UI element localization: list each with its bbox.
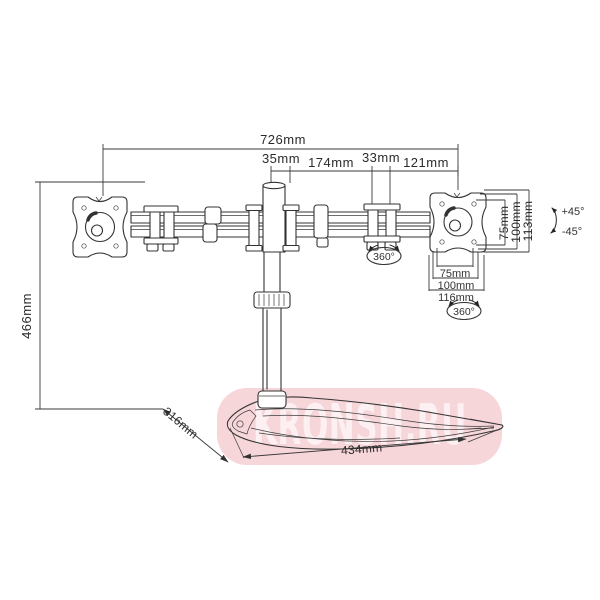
base-tip-detail bbox=[467, 418, 498, 430]
pole-mid bbox=[263, 251, 281, 293]
cross-clamp-plate bbox=[248, 209, 260, 247]
dim-plate-width-label: 116mm bbox=[438, 292, 474, 304]
dim-vesa-horizontal-outer-label: 100mm bbox=[438, 280, 475, 292]
center-hub bbox=[84, 211, 116, 243]
dim-base-width-label: 434mm bbox=[340, 440, 382, 457]
rotation-indicator-plate: 360° bbox=[446, 299, 482, 321]
clamp-bolt bbox=[162, 243, 175, 252]
right-arm-clamp bbox=[363, 203, 401, 251]
dim-vesa-vertical: 75mm 100mm 113mm bbox=[476, 189, 535, 253]
clamp-plate bbox=[149, 211, 161, 239]
vesa-plate-outline bbox=[72, 196, 128, 258]
vesa-plate-outline bbox=[429, 192, 487, 253]
cross-clamp-cap bbox=[245, 244, 263, 252]
tilt-up-label: +45° bbox=[561, 206, 584, 218]
rotation-ellipse-icon bbox=[366, 246, 402, 266]
cross-clamp-cap bbox=[282, 204, 300, 212]
dim-vesa-horizontal-inner-label: 75mm bbox=[440, 268, 471, 280]
left-cable-clip bbox=[202, 206, 222, 243]
clamp-plate bbox=[163, 211, 175, 239]
corner-holes bbox=[439, 201, 477, 245]
center-column bbox=[245, 181, 300, 253]
pole-lower bbox=[262, 306, 282, 392]
dim-arm-segments: 35mm 174mm 33mm 121mm bbox=[262, 150, 459, 204]
dim-right-arm-segment-label: 121mm bbox=[403, 155, 449, 170]
corner-holes bbox=[81, 205, 119, 249]
cross-clamp-plate bbox=[285, 209, 297, 247]
right-cable-clip bbox=[313, 204, 329, 248]
clamp-top-cap bbox=[363, 203, 401, 211]
cable-clip-band bbox=[204, 206, 222, 225]
tilt-arc-arrow-icon bbox=[550, 207, 558, 234]
center-hub-slot bbox=[86, 211, 98, 222]
rotation-ellipse-icon bbox=[446, 301, 482, 321]
vesa-plate-top-notch bbox=[453, 192, 461, 198]
dim-plate-height-label: 113mm bbox=[521, 201, 535, 242]
height-adjust-ring-ribs bbox=[258, 294, 285, 306]
rotation-arm-label: 360° bbox=[373, 251, 395, 263]
base-ridge-outer bbox=[254, 408, 495, 427]
base-screw-hole bbox=[236, 420, 244, 428]
cable-clip-lug bbox=[202, 223, 218, 243]
cable-clip-lug bbox=[316, 237, 329, 248]
cross-clamp-cap bbox=[245, 204, 263, 212]
pole-collar bbox=[257, 390, 287, 409]
dim-pole-offset-label: 35mm bbox=[262, 151, 300, 166]
rotation-plate-label: 360° bbox=[453, 306, 475, 318]
dim-total-height-label: 466mm bbox=[19, 293, 34, 339]
dim-base-depth-label: 316mm bbox=[160, 404, 201, 441]
dim-total-width: 726mm bbox=[102, 132, 459, 196]
tilt-down-label: -45° bbox=[562, 226, 582, 238]
clamp-plate bbox=[367, 209, 379, 237]
dim-total-width-label: 726mm bbox=[260, 132, 306, 147]
clamp-bottom-cap bbox=[363, 235, 401, 243]
rotation-arrow-right-icon bbox=[469, 299, 480, 307]
rotation-arrow-right-icon bbox=[389, 244, 400, 252]
cross-clamp-cap bbox=[282, 244, 300, 252]
base-ridge-highlight bbox=[262, 414, 482, 430]
clamp-bolt bbox=[146, 243, 159, 252]
rotation-arrow-left-icon bbox=[368, 244, 379, 252]
dim-vesa-horizontal: 75mm 100mm 116mm bbox=[428, 248, 485, 304]
vesa-plate-left bbox=[72, 196, 128, 258]
center-hub-hole bbox=[90, 224, 104, 237]
clamp-top-cap bbox=[143, 205, 179, 213]
rotation-indicator-arm: 360° bbox=[366, 244, 402, 266]
dim-left-arm-segment-label: 174mm bbox=[308, 155, 354, 170]
dim-vesa-vertical-outer-label: 100mm bbox=[509, 201, 523, 243]
cable-clip-band bbox=[313, 204, 329, 239]
rotation-arrow-left-icon bbox=[448, 299, 459, 307]
dim-clamp-spacing-label: 33mm bbox=[362, 150, 400, 165]
center-hub bbox=[443, 207, 473, 237]
center-hub-slot bbox=[444, 206, 456, 217]
height-adjust-ring bbox=[253, 291, 291, 309]
dim-base-width: 434mm bbox=[242, 427, 503, 460]
pole-cap-body bbox=[262, 184, 286, 253]
tilt-range-indicator: +45° -45° bbox=[550, 206, 585, 238]
center-hub-hole bbox=[448, 219, 462, 232]
clamp-plate bbox=[385, 209, 397, 237]
clamp-bottom-cap bbox=[143, 237, 179, 245]
vesa-plate-top-notch bbox=[95, 196, 103, 202]
vesa-plate-right bbox=[429, 192, 487, 253]
base-corner-detail bbox=[231, 409, 257, 435]
left-arm-clamp bbox=[143, 205, 179, 252]
dim-vesa-vertical-inner-label: 75mm bbox=[497, 206, 511, 241]
pole bbox=[253, 251, 291, 409]
dim-total-height: 466mm bbox=[19, 181, 163, 410]
pole-cap-top bbox=[262, 181, 286, 190]
